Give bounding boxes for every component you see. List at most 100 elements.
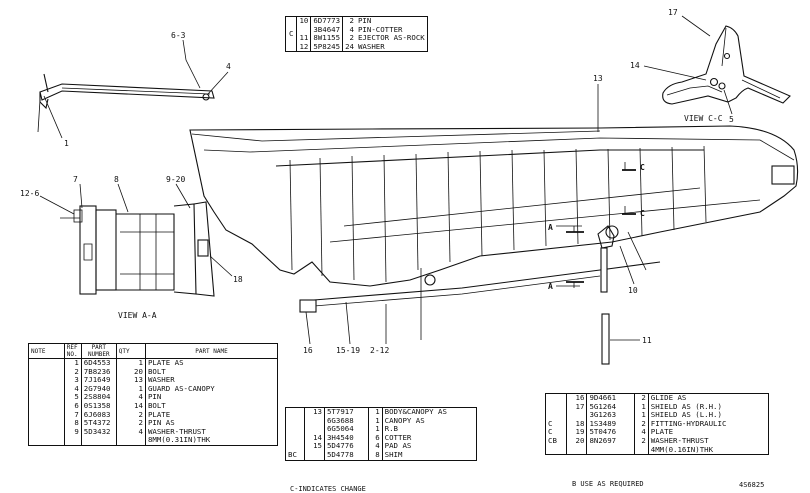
table-row-name: BOLT bbox=[147, 400, 166, 410]
view-aa-drawing bbox=[60, 201, 215, 297]
table-row-name: R.B bbox=[384, 424, 398, 434]
table-row-part: 5T4372 bbox=[81, 419, 117, 428]
table-row-ref: 2 bbox=[64, 367, 82, 377]
table-top-note: C bbox=[285, 16, 298, 52]
drawing-number: 4S6825 bbox=[739, 481, 765, 489]
callout-14: 14 bbox=[630, 61, 640, 70]
table-row-ref bbox=[296, 25, 312, 35]
table-row-ref: 8 bbox=[64, 419, 82, 428]
table-row-name: PIN-COTTER bbox=[357, 24, 403, 34]
section-c-top: C bbox=[640, 163, 645, 172]
table-row-note bbox=[285, 416, 306, 426]
table-row-name: BODY&CANOPY AS bbox=[384, 407, 447, 416]
table-row-ref: 7 bbox=[64, 410, 82, 420]
table-row-ref: 15 bbox=[304, 442, 325, 451]
table-row-note: C bbox=[545, 419, 567, 429]
table-row-part: 8N2697 bbox=[586, 436, 635, 446]
callout-4: 4 bbox=[226, 62, 231, 71]
table-row-part: 3G1263 bbox=[586, 411, 635, 420]
header-qty: QTY bbox=[116, 343, 146, 359]
header-part-name: PART NAME bbox=[145, 343, 278, 359]
table-row-ref: 9 bbox=[64, 427, 82, 437]
callout-11: 11 bbox=[642, 336, 652, 345]
parts-table-left: NOTE REF NO. PART NUMBER QTY PART NAME 1… bbox=[28, 343, 278, 446]
view-cc-drawing bbox=[662, 25, 791, 105]
table-row-name: PAD AS bbox=[384, 441, 412, 451]
table-row-part: 6D4553 bbox=[81, 358, 117, 368]
header-part-number: PART NUMBER bbox=[81, 343, 117, 359]
table-row-qty: 14 bbox=[116, 401, 146, 411]
table-row-qty: 1 bbox=[368, 407, 383, 417]
table-row-name: PLATE bbox=[650, 427, 674, 437]
table-row-qty: 1 bbox=[634, 411, 649, 420]
table-row-qty: 1 bbox=[116, 358, 146, 368]
table-row-ref: 10 bbox=[296, 16, 312, 26]
table-row-ref: 17 bbox=[566, 402, 588, 412]
table-row-note bbox=[545, 393, 567, 403]
callout-13: 13 bbox=[593, 74, 603, 83]
table-row-name: SHIM bbox=[384, 449, 403, 459]
table-row-ref: 4 bbox=[64, 384, 82, 394]
table-row-name: FITTING-HYDRAULIC bbox=[650, 418, 727, 428]
table-row-name: PLATE bbox=[147, 409, 171, 419]
table-row-name: SHIELD AS (R.H.) bbox=[650, 401, 722, 411]
table-row-ref bbox=[304, 450, 325, 461]
table-row-note: C bbox=[545, 428, 567, 437]
change-note: C-INDICATES CHANGE bbox=[290, 485, 366, 493]
table-row-name: SHIELD AS (L.H.) bbox=[650, 410, 722, 420]
callout-16: 16 bbox=[303, 346, 313, 355]
table-row-note bbox=[285, 433, 306, 443]
table-row-qty: 2 bbox=[349, 33, 354, 43]
table-row-ref bbox=[304, 416, 325, 426]
table-row-name: PIN bbox=[147, 392, 162, 402]
leader-lines bbox=[39, 15, 733, 345]
table-row-ref: 13 bbox=[304, 407, 325, 417]
table-row-part: 8W1155 bbox=[310, 34, 344, 43]
table-row-part: 5T0476 bbox=[586, 428, 635, 437]
table-row-ref: 1 bbox=[64, 358, 82, 368]
callout-17: 17 bbox=[668, 8, 678, 17]
table-row-name: EJECTOR AS-ROCK bbox=[357, 33, 425, 43]
table-row-name: PIN AS bbox=[147, 418, 175, 428]
section-a-top: A bbox=[548, 223, 553, 232]
table-row-qty: 2 bbox=[116, 419, 146, 428]
table-row-qty: 4 bbox=[116, 427, 146, 437]
table-row-name: WASHER bbox=[357, 41, 385, 51]
table-row-ref: 20 bbox=[566, 436, 588, 446]
table-row-part: 3H4540 bbox=[324, 433, 370, 443]
section-c-bottom: C bbox=[640, 209, 645, 218]
table-row-ref bbox=[304, 425, 325, 434]
use-as-required-note: B USE AS REQUIRED bbox=[572, 480, 644, 488]
table-row-name: WASHER-THRUST bbox=[147, 426, 206, 436]
table-row-qty: 2 bbox=[116, 410, 146, 420]
table-row-name: WASHER bbox=[147, 375, 175, 385]
table-row-name: 4MM(0.16IN)THK bbox=[650, 444, 714, 454]
table-row-part: 7J1649 bbox=[81, 376, 117, 385]
table-row-note bbox=[285, 425, 306, 434]
section-a-bottom: A bbox=[548, 282, 553, 291]
callout-1: 1 bbox=[64, 139, 69, 148]
table-row-ref: 12 bbox=[296, 42, 312, 52]
table-row-part: 9D4661 bbox=[586, 393, 635, 403]
table-row-name: BOLT bbox=[147, 366, 166, 376]
table-row-ref: 3 bbox=[64, 376, 82, 385]
table-row-ref: 18 bbox=[566, 419, 588, 429]
table-row-part: 5D4776 bbox=[324, 442, 370, 451]
callout-12-6: 12-6 bbox=[20, 189, 39, 198]
callout-7: 7 bbox=[73, 175, 78, 184]
table-row-ref: 19 bbox=[566, 428, 588, 437]
table-row-part: 5P8245 bbox=[310, 42, 344, 52]
table-row-ref bbox=[566, 411, 588, 420]
table-row-part: 5D4778 bbox=[324, 450, 370, 461]
table-row-name: WASHER-THRUST bbox=[650, 435, 709, 445]
view-cc-label: VIEW C-C bbox=[684, 114, 723, 123]
header-note: NOTE bbox=[28, 343, 65, 359]
guard-arm-drawing bbox=[37, 73, 215, 133]
table-row-ref: 5 bbox=[64, 393, 82, 402]
table-row-part: 5D3432 bbox=[81, 427, 117, 437]
table-row-part: 6J6083 bbox=[81, 410, 117, 420]
table-row-qty: 13 bbox=[116, 376, 146, 385]
table-row-qty: 20 bbox=[116, 367, 146, 377]
